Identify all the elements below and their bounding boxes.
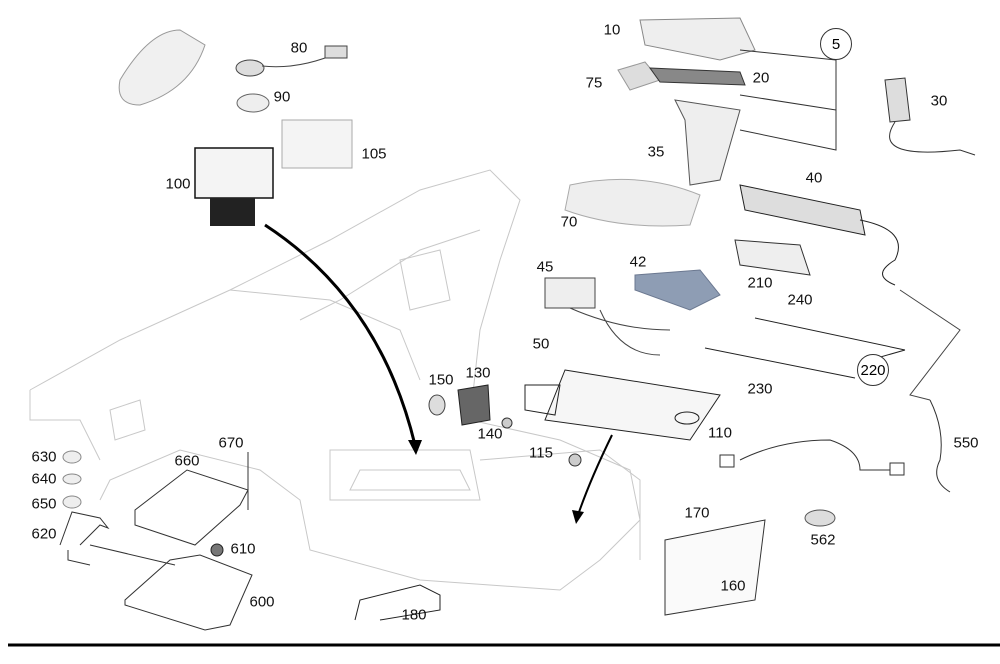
part-label: 170 <box>684 504 710 522</box>
part-label: 140 <box>477 425 503 443</box>
part-label: 562 <box>810 531 836 549</box>
part-label: 600 <box>249 593 275 611</box>
assembly-arrow <box>264 223 417 446</box>
part-label: 230 <box>747 380 773 398</box>
tray-660 <box>134 469 249 546</box>
part-label: 40 <box>805 169 823 187</box>
dashboard-outline <box>29 169 641 591</box>
tray-600 <box>124 554 253 631</box>
part-label: 90 <box>273 88 291 106</box>
part-label: 110 <box>708 424 732 442</box>
mat-110 <box>544 369 721 441</box>
part-label: 45 <box>536 258 554 276</box>
part-label: 42 <box>629 253 647 271</box>
part-label: 30 <box>930 92 948 110</box>
switch-block-100 <box>194 147 274 199</box>
assembly-arrow <box>577 434 613 516</box>
part-label: 100 <box>165 175 191 193</box>
part-label: 35 <box>647 143 665 161</box>
part-label: 180 <box>401 606 427 624</box>
phone-part <box>639 17 756 61</box>
part-label: 670 <box>218 434 244 452</box>
part-label: 630 <box>31 448 57 466</box>
part-label: 550 <box>953 434 979 452</box>
mount-part <box>236 93 270 113</box>
handset-part <box>739 184 866 236</box>
part-label: 620 <box>31 525 57 543</box>
part-label: 610 <box>230 540 256 558</box>
part-label: 75 <box>585 74 603 92</box>
part-label: 650 <box>31 495 57 513</box>
part-label: 150 <box>428 371 454 389</box>
part-label: 130 <box>465 364 491 382</box>
part-label: 640 <box>31 470 57 488</box>
sensor-part <box>235 59 265 77</box>
circled-label: 220 <box>857 354 889 386</box>
part-label: 80 <box>290 39 308 57</box>
part-label: 70 <box>560 213 578 231</box>
part-label: 50 <box>532 335 550 353</box>
part-label: 105 <box>361 145 387 163</box>
part-label: 115 <box>529 444 553 462</box>
bracket-42 <box>634 269 721 311</box>
switch-block-105 <box>281 119 353 169</box>
part-label: 240 <box>787 291 813 309</box>
circled-label: 5 <box>820 28 852 60</box>
rearview-mirror <box>118 29 206 106</box>
part-label: 10 <box>603 21 621 39</box>
part-label: 210 <box>747 274 773 292</box>
part-label: 660 <box>174 452 200 470</box>
part-label: 160 <box>720 577 746 595</box>
part-label: 20 <box>752 69 770 87</box>
